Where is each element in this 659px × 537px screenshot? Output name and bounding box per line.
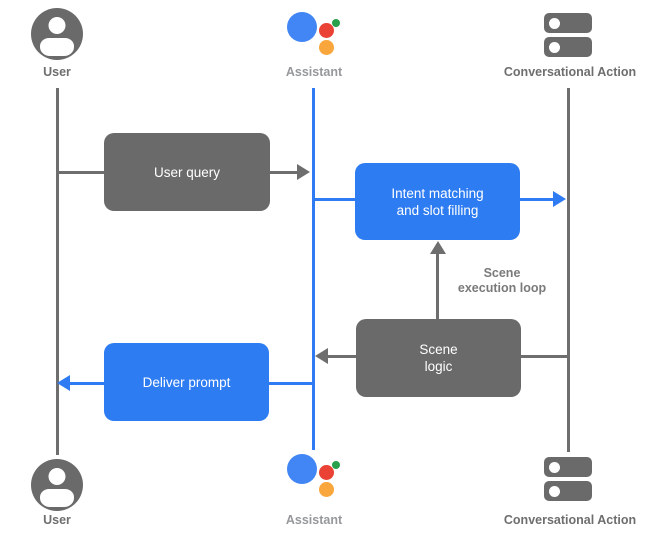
intent-matching-box: Intent matching and slot filling (355, 163, 520, 240)
scene-logic-arrowhead (315, 348, 328, 364)
assistant-icon (287, 450, 340, 502)
conversational-action-label-bottom: Conversational Action (503, 513, 637, 527)
assistant-blue-dot (287, 12, 317, 42)
user-query-box-label: User query (153, 164, 221, 180)
servers-icon (544, 13, 592, 61)
assistant-green-dot (331, 461, 340, 469)
assistant-lifeline (311, 88, 315, 450)
assistant-red-dot (318, 22, 334, 38)
servers-icon (544, 457, 592, 505)
server-dot (549, 41, 560, 53)
server-dot (549, 17, 560, 29)
scene-loop-arrowhead (429, 241, 446, 254)
assistant-orange-dot (318, 481, 334, 497)
assistant-label-bottom: Assistant (285, 513, 343, 527)
assistant-label-top: Assistant (285, 65, 343, 79)
user-icon (31, 8, 83, 60)
server-dot (549, 461, 560, 473)
assistant-green-dot (331, 19, 340, 27)
user-query-arrowhead (297, 164, 310, 180)
conversational-action-lifeline (566, 88, 570, 452)
server-dot (549, 485, 560, 497)
user-lifeline (55, 88, 59, 455)
server-row (544, 457, 592, 477)
intent-matching-arrowhead (553, 191, 566, 207)
user-label-top: User (43, 65, 71, 79)
server-row (544, 37, 592, 57)
scene-logic-box: Scene logic (356, 319, 521, 397)
deliver-prompt-box: Deliver prompt (104, 343, 269, 421)
assistant-icon (287, 8, 340, 60)
assistant-blue-dot (287, 454, 317, 484)
user-icon (31, 459, 83, 511)
scene-loop-line (436, 253, 439, 319)
scene-logic-box-label: Scene logic (419, 342, 458, 374)
user-query-box: User query (104, 133, 270, 211)
user-label-bottom: User (43, 513, 71, 527)
assistant-orange-dot (318, 39, 334, 55)
user-icon-body (40, 38, 74, 56)
user-icon-head (48, 17, 66, 34)
conversational-action-label-top: Conversational Action (503, 65, 637, 79)
user-icon-head (48, 468, 66, 485)
deliver-prompt-box-label: Deliver prompt (142, 374, 231, 390)
scene-execution-loop-label: Scene execution loop (457, 266, 547, 295)
server-row (544, 13, 592, 33)
user-icon-body (40, 489, 74, 507)
server-row (544, 481, 592, 501)
deliver-prompt-arrowhead (57, 375, 70, 391)
assistant-red-dot (318, 464, 334, 480)
intent-matching-box-label: Intent matching and slot filling (391, 185, 484, 218)
